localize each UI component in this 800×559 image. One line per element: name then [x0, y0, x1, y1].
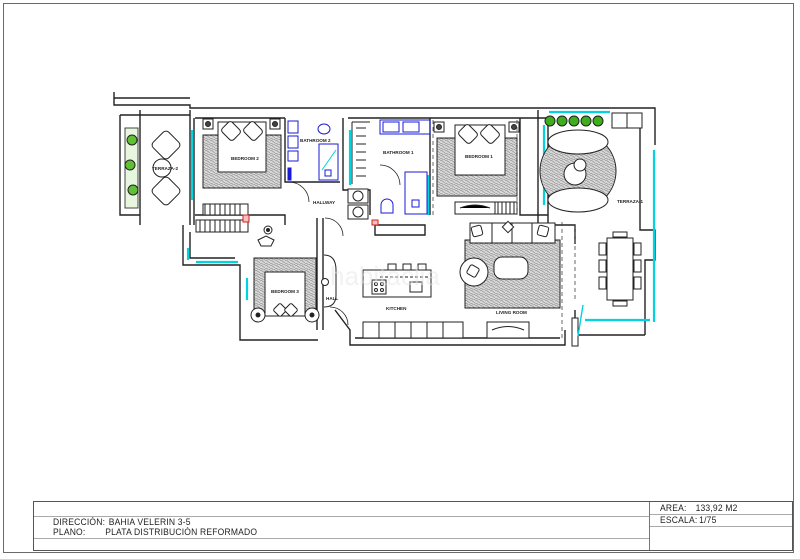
- address-value: BAHIA VELERIN 3-5: [108, 517, 191, 528]
- plan-value: PLATA DISTRIBUCIÓN REFORMADO: [105, 527, 258, 538]
- label-bathroom-2: BATHROOM 2: [300, 138, 331, 143]
- title-block-right: AREA: 133,92 M2 ESCALA:1/75: [650, 502, 792, 550]
- bedroom-1-furniture: [433, 121, 520, 215]
- bathroom-1-fixtures: [347, 119, 431, 226]
- bedroom-2-furniture: [195, 118, 282, 233]
- scale-label: ESCALA:: [660, 515, 698, 526]
- label-terraza-1: TERRAZA-1: [617, 199, 643, 204]
- label-living-room: LIVING ROOM: [496, 310, 527, 315]
- address-label: DIRECCIÓN:: [53, 517, 106, 528]
- drawing-frame: [3, 3, 794, 553]
- living-room-furniture: [459, 220, 584, 347]
- glazing-lines: [186, 110, 656, 322]
- terraza-1-furniture: [539, 112, 643, 307]
- plan-label: PLANO:: [53, 527, 86, 538]
- watermark: habitaclia: [330, 261, 440, 291]
- plan-row: PLANO: PLATA DISTRIBUCIÓN REFORMADO: [53, 527, 257, 538]
- area-value: 133,92 M2: [695, 503, 738, 514]
- scale-row: ESCALA:1/75: [660, 515, 717, 526]
- label-bedroom-1: BEDROOM 1: [465, 154, 493, 159]
- label-hall: HALL: [326, 296, 338, 301]
- label-bedroom-2: BEDROOM 2: [231, 156, 259, 161]
- area-row: AREA: 133,92 M2: [660, 503, 738, 514]
- label-bathroom-1: BATHROOM 1: [383, 150, 414, 155]
- area-label: AREA:: [660, 503, 687, 514]
- bedroom-3-furniture: [250, 225, 337, 323]
- scale-value: 1/75: [699, 515, 717, 526]
- address-row: DIRECCIÓN:BAHIA VELERIN 3-5: [53, 517, 191, 528]
- kitchen-furniture: [362, 263, 464, 339]
- label-kitchen: KITCHEN: [386, 306, 407, 311]
- label-bedroom-3: BEDROOM 3: [271, 289, 299, 294]
- bathroom-2-fixtures: [287, 120, 339, 181]
- title-block-left: DIRECCIÓN:BAHIA VELERIN 3-5 PLANO: PLATA …: [34, 502, 650, 550]
- title-block: DIRECCIÓN:BAHIA VELERIN 3-5 PLANO: PLATA …: [33, 501, 793, 551]
- label-hallway: HALLWAY: [313, 200, 335, 205]
- terraza-2-furniture: [124, 127, 181, 209]
- label-terraza-2: TERRAZA-2: [152, 166, 178, 171]
- room-labels: TERRAZA-2 BEDROOM 2 BATHROOM 2 BATHROOM …: [152, 138, 643, 315]
